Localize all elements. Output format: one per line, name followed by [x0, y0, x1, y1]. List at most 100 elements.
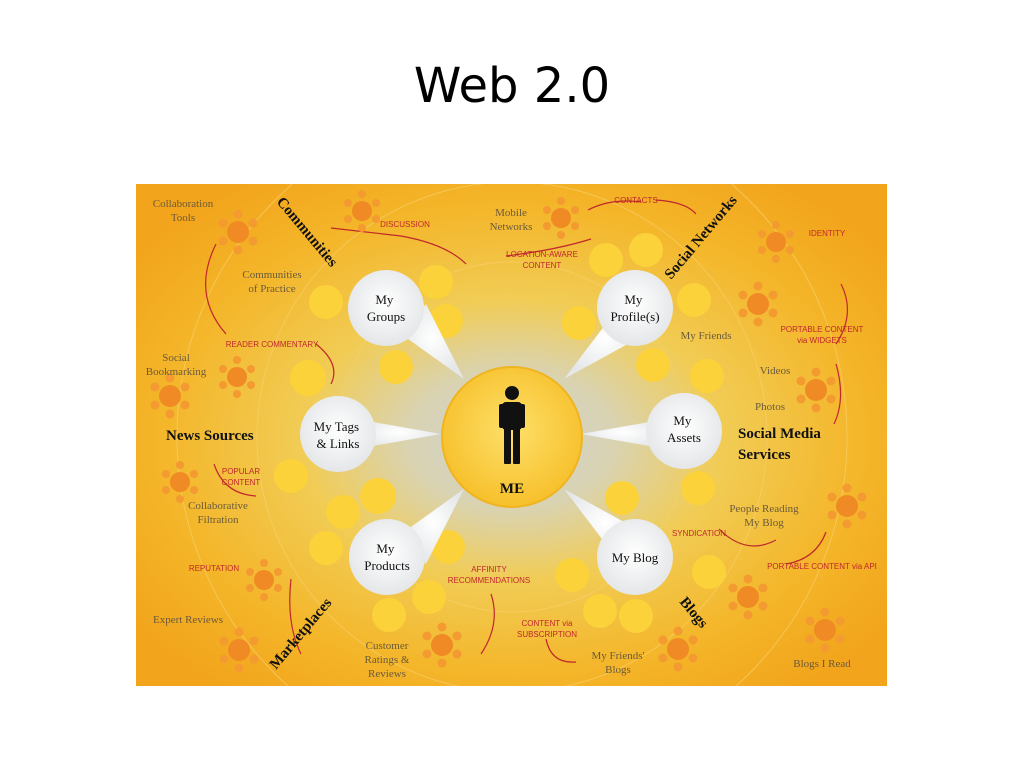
annot-popular-1: POPULAR [222, 467, 260, 476]
item-people-reading-2: My Blog [744, 517, 784, 529]
item-collaboration-tools-1: Collaboration [153, 198, 214, 210]
category-social-media-line1: Social Media [738, 426, 821, 442]
bubble-profiles-line1: My [624, 292, 643, 307]
sunburst-6 [219, 356, 255, 398]
sunburst-3 [543, 197, 579, 239]
annot-contacts: CONTACTS [614, 196, 657, 205]
bubble-tags: My Tags & Links [300, 396, 376, 472]
bubble-products-line1: My [376, 541, 395, 556]
bubble-products: My Products [349, 519, 425, 595]
sunburst-11 [246, 559, 282, 601]
bubble-profiles: My Profile(s) [597, 270, 673, 346]
web20-diagram: ME My Groups My Profile(s) My Tags & Lin… [136, 184, 887, 686]
annotation-labels: DISCUSSION CONTACTS LOCATION-AWARE CONTEN… [189, 196, 877, 639]
bubble-blog-label: My Blog [612, 550, 659, 565]
sunburst-dots [150, 190, 867, 673]
sunburst-2 [344, 190, 380, 232]
sunburst-4 [758, 221, 794, 263]
sunburst-7 [150, 373, 190, 419]
bubble-products-line2: Products [364, 558, 410, 573]
item-friends-blogs-1: My Friends' [591, 650, 644, 662]
yellow-dots [274, 233, 726, 633]
sunburst-9 [162, 461, 198, 503]
item-collab-filtration-1: Collaborative [188, 500, 248, 512]
annot-reader-commentary: READER COMMENTARY [226, 340, 319, 349]
sunburst-15 [658, 626, 698, 672]
bubble-assets-line2: Assets [667, 430, 701, 445]
item-videos: Videos [760, 365, 791, 377]
me-label: ME [500, 481, 524, 497]
item-social-bookmarking-2: Bookmarking [146, 366, 207, 378]
item-social-bookmarking-1: Social [162, 352, 190, 364]
me-circle [441, 366, 583, 508]
annot-location-2: CONTENT [523, 261, 562, 270]
sunburst-12 [728, 574, 768, 620]
category-social-media-line2: Services [738, 447, 791, 463]
svg-text:My Assets: My Assets [667, 413, 701, 445]
person-icon [499, 386, 525, 464]
item-friends-blogs-2: Blogs [605, 664, 631, 676]
svg-text:My Groups: My Groups [367, 292, 405, 324]
item-customer-ratings-2: Ratings & [365, 654, 410, 666]
item-mobile-networks-2: Networks [490, 221, 533, 233]
annot-subscription-1: CONTENT via [522, 619, 574, 628]
item-customer-ratings-1: Customer [366, 640, 409, 652]
svg-text:My Friends'Blogs: My Friends' Blogs [591, 650, 644, 676]
bubble-tags-line2: & Links [317, 436, 360, 451]
item-mobile-networks-1: Mobile [495, 207, 527, 219]
connector-curves [205, 199, 849, 663]
sunburst-1 [218, 209, 258, 255]
sunburst-14 [422, 622, 462, 668]
me-node: ME [441, 366, 583, 508]
annot-affinity-1: AFFINITY [471, 565, 507, 574]
annot-identity: IDENTITY [809, 229, 846, 238]
bubble-assets: My Assets [646, 393, 722, 469]
item-my-friends: My Friends [680, 330, 731, 342]
bubble-blog: My Blog [597, 519, 673, 595]
annot-syndication: SYNDICATION [672, 529, 726, 538]
slide-title: Web 2.0 [413, 58, 611, 114]
bubble-groups-line2: Groups [367, 309, 405, 324]
item-photos: Photos [755, 401, 785, 413]
sunburst-10 [827, 483, 867, 529]
bubble-groups-line1: My [375, 292, 394, 307]
annot-portable-api: PORTABLE CONTENT via API [767, 562, 877, 571]
bubble-profiles-line2: Profile(s) [610, 309, 659, 324]
category-news-sources: News Sources [166, 428, 254, 444]
annot-reputation: REPUTATION [189, 564, 240, 573]
item-people-reading-1: People Reading [729, 503, 799, 515]
item-communities-practice-1: Communities [242, 269, 301, 281]
svg-text:Social Media Services: Social Media Services [738, 426, 825, 463]
annot-discussion: DISCUSSION [380, 220, 430, 229]
item-expert-reviews: Expert Reviews [153, 614, 223, 626]
svg-text:My Profile(s): My Profile(s) [610, 292, 659, 324]
annot-widgets-1: PORTABLE CONTENT [781, 325, 864, 334]
svg-text:My Products: My Products [364, 541, 410, 573]
item-collaboration-tools-2: Tools [171, 212, 195, 224]
svg-text:My Tags & Links: My Tags & Links [314, 419, 363, 451]
annot-popular-2: CONTENT [222, 478, 261, 487]
sunburst-16 [805, 607, 845, 653]
sunburst-13 [219, 627, 259, 673]
item-customer-ratings-3: Reviews [368, 668, 406, 680]
item-communities-practice-2: of Practice [248, 283, 295, 295]
annot-widgets-2: via WIDGETS [797, 336, 847, 345]
sunburst-8 [796, 367, 836, 413]
annot-subscription-2: SUBSCRIPTION [517, 630, 577, 639]
bubble-groups: My Groups [348, 270, 424, 346]
item-blogs-i-read: Blogs I Read [793, 658, 851, 670]
annot-location-1: LOCATION-AWARE [506, 250, 578, 259]
bubble-tags-line1: My Tags [314, 419, 359, 434]
